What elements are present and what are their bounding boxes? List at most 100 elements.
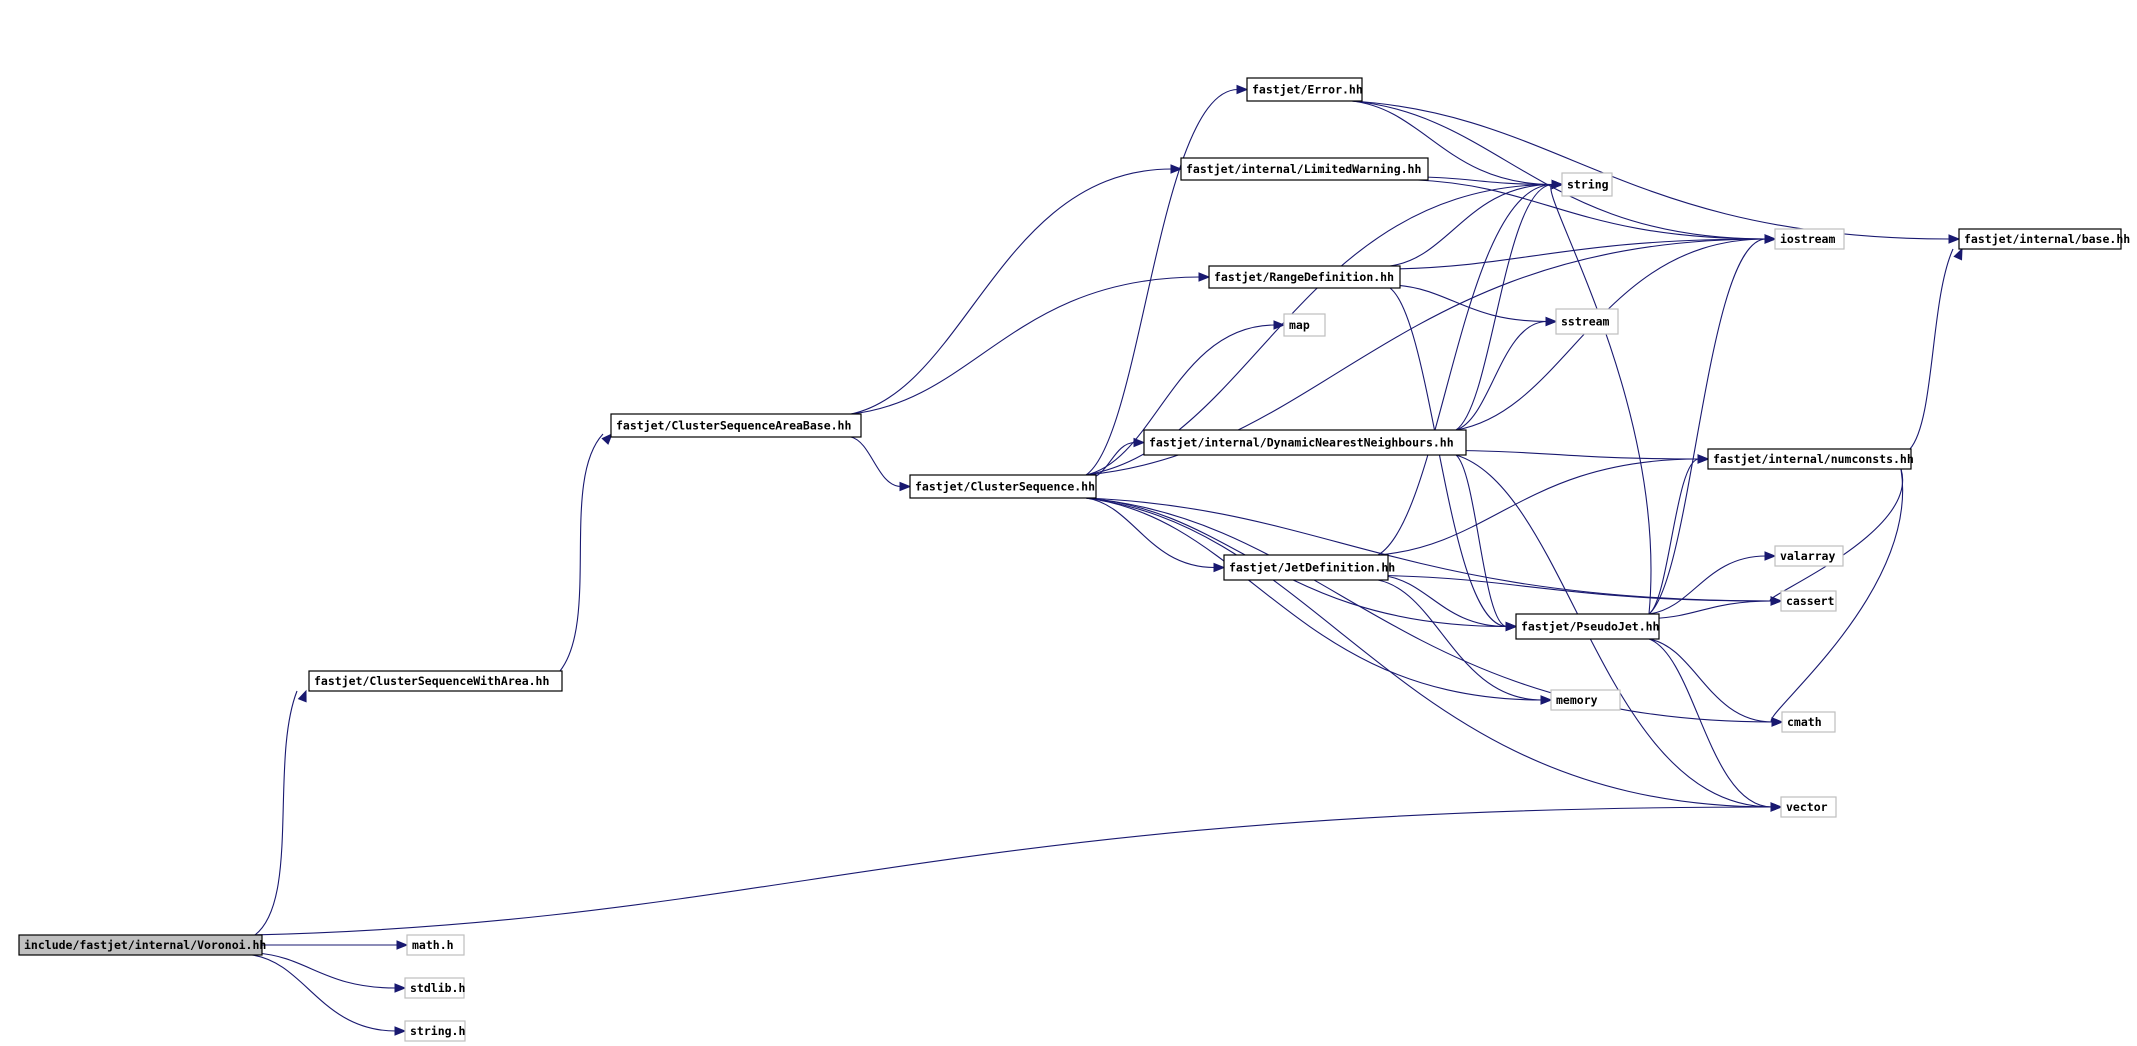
nodes-layer: include/fastjet/internal/Voronoi.hh math.… (18, 77, 2130, 1042)
node-cmath: cmath (1781, 711, 1836, 733)
node-numconsts[interactable]: fastjet/internal/numconsts.hh (1707, 448, 1914, 470)
arrowhead-icon (1948, 234, 1961, 244)
node-label: string.h (410, 1024, 465, 1038)
node-voronoi[interactable]: include/fastjet/internal/Voronoi.hh (18, 934, 266, 956)
edge-cs-to-vector (1085, 497, 1773, 808)
node-label: sstream (1561, 315, 1610, 329)
node-box (1781, 711, 1836, 733)
node-box (1246, 77, 1363, 102)
node-limwarn[interactable]: fastjet/internal/LimitedWarning.hh (1180, 157, 1429, 181)
edge-jetdef-to-memory (1377, 579, 1543, 701)
node-label: fastjet/ClusterSequenceAreaBase.hh (616, 419, 851, 433)
node-label: string (1567, 178, 1609, 192)
arrowhead-icon (297, 689, 307, 703)
node-label: iostream (1780, 232, 1835, 246)
node-csab[interactable]: fastjet/ClusterSequenceAreaBase.hh (610, 413, 862, 438)
edge-voronoi-to-cswa (254, 690, 298, 936)
node-box (308, 670, 563, 692)
node-label: cassert (1786, 594, 1835, 608)
node-label: fastjet/internal/DynamicNearestNeighbour… (1149, 436, 1454, 450)
node-label: cmath (1787, 715, 1822, 729)
node-box (1223, 554, 1389, 581)
edges-layer (251, 84, 1963, 1036)
edge-pseudojet-to-vector (1648, 638, 1773, 808)
edge-voronoi-to-string_h (251, 954, 397, 1032)
node-jetdef[interactable]: fastjet/JetDefinition.hh (1223, 554, 1395, 581)
node-error[interactable]: fastjet/Error.hh (1246, 77, 1363, 102)
arrowhead-icon (1770, 802, 1783, 812)
node-pseudojet[interactable]: fastjet/PseudoJet.hh (1515, 613, 1660, 640)
edge-pseudojet-to-cmath (1648, 638, 1774, 723)
arrowhead-icon (1170, 164, 1183, 174)
node-label: vector (1786, 800, 1828, 814)
node-box (1561, 172, 1613, 197)
arrowhead-icon (1697, 454, 1710, 464)
node-cswa[interactable]: fastjet/ClusterSequenceWithArea.hh (308, 670, 563, 692)
node-box (1774, 228, 1845, 250)
edge-cs-to-map (1085, 324, 1276, 476)
edge-dnn-to-pseudojet (1455, 454, 1508, 628)
edge-numconsts-to-base (1909, 248, 1954, 450)
arrowhead-icon (1551, 179, 1564, 190)
node-cassert: cassert (1780, 590, 1837, 612)
edge-rangedef-to-sstream (1393, 284, 1548, 323)
arrowhead-icon (1764, 551, 1777, 561)
edge-rangedef-to-iostream (1393, 238, 1767, 270)
edge-error-to-string (1351, 100, 1554, 186)
edge-cs-to-error (1085, 88, 1239, 476)
edge-csab-to-limwarn (850, 168, 1173, 415)
node-box (1550, 689, 1621, 711)
arrowhead-icon (1540, 695, 1553, 705)
node-label: map (1289, 318, 1310, 332)
edge-jetdef-to-pseudojet (1381, 574, 1508, 628)
node-box (404, 977, 465, 999)
arrowhead-icon (1770, 596, 1783, 606)
edge-cs-to-memory (1085, 497, 1543, 701)
node-box (1707, 448, 1912, 470)
node-sstream: sstream (1555, 308, 1619, 335)
edge-dnn-to-numconsts (1459, 449, 1700, 460)
node-box (404, 1020, 466, 1042)
node-label: stdlib.h (410, 981, 465, 995)
node-string: string (1561, 172, 1613, 197)
node-label: fastjet/JetDefinition.hh (1229, 561, 1395, 575)
node-label: fastjet/PseudoJet.hh (1521, 620, 1660, 634)
arrowhead-icon (1198, 272, 1211, 282)
node-box (406, 934, 465, 956)
node-box (1180, 157, 1429, 181)
edge-csab-to-cs (850, 436, 902, 488)
node-box (1780, 796, 1837, 818)
arrowhead-icon (1505, 621, 1518, 632)
arrowhead-icon (1236, 84, 1249, 95)
node-math_h: math.h (406, 934, 465, 956)
edge-pseudojet-to-valarray (1648, 555, 1767, 615)
edge-rangedef-to-string (1389, 183, 1554, 267)
node-label: fastjet/internal/LimitedWarning.hh (1186, 162, 1421, 176)
node-label: fastjet/RangeDefinition.hh (1214, 270, 1394, 284)
node-label: fastjet/internal/base.hh (1964, 232, 2130, 246)
edge-dnn-to-vector (1455, 454, 1773, 808)
node-label: memory (1556, 693, 1598, 707)
node-box (18, 934, 263, 956)
node-box (1555, 308, 1619, 335)
node-box (1283, 313, 1326, 337)
node-dnn[interactable]: fastjet/internal/DynamicNearestNeighbour… (1143, 429, 1467, 456)
edge-dnn-to-string (1455, 183, 1554, 431)
edge-cs-to-jetdef (1085, 497, 1216, 569)
node-valarray: valarray (1774, 545, 1844, 567)
node-base[interactable]: fastjet/internal/base.hh (1958, 228, 2130, 250)
edge-pseudojet-to-cassert (1652, 600, 1773, 620)
node-box (1958, 228, 2122, 250)
arrowhead-icon (394, 1026, 407, 1036)
edge-numconsts-to-cmath (1770, 468, 1904, 723)
node-stdlib_h: stdlib.h (404, 977, 465, 999)
arrowhead-icon (394, 983, 407, 993)
arrowhead-icon (1771, 717, 1784, 727)
arrowhead-icon (1273, 320, 1286, 330)
node-label: fastjet/internal/numconsts.hh (1713, 452, 1914, 466)
node-cs[interactable]: fastjet/ClusterSequence.hh (909, 474, 1097, 499)
edge-pseudojet-to-numconsts (1648, 458, 1700, 615)
node-label: math.h (412, 938, 454, 952)
node-rangedef[interactable]: fastjet/RangeDefinition.hh (1208, 265, 1401, 289)
node-label: include/fastjet/internal/Voronoi.hh (24, 938, 266, 952)
